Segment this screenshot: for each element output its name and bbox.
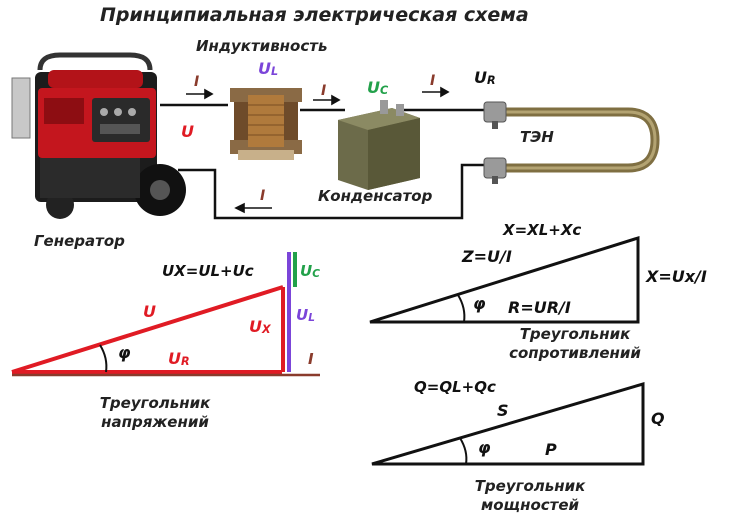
voltage-base-label: UR [168, 349, 190, 368]
power-formula: Q=QL+Qc [414, 378, 496, 396]
current-arrows [186, 86, 450, 214]
heater-icon [483, 101, 660, 184]
capacitor-icon [338, 100, 420, 190]
resistance-angle-label: φ [473, 294, 486, 313]
voltage-triangle [11, 252, 320, 377]
voltage-ul-label: UL [296, 306, 315, 324]
voltage-formula: UX=UL+Uc [162, 262, 254, 280]
current-arrow-return [234, 202, 272, 214]
wire-return [178, 163, 485, 220]
generator-label: Генератор [34, 232, 125, 250]
current-arrow-1 [186, 88, 214, 100]
power-side-label: Q [651, 409, 665, 428]
generator-voltage-label: U [181, 122, 194, 141]
power-angle-label: φ [478, 438, 491, 457]
voltage-uc-label: UC [300, 262, 320, 280]
current-label-return: I [260, 188, 266, 204]
power-angle-arc [459, 437, 468, 465]
circuit-wires [160, 103, 490, 220]
power-base-label: P [545, 440, 557, 459]
inductor-icon [230, 88, 302, 160]
capacitor-voltage-label: UC [367, 78, 389, 97]
diagram-title: Принципиальная электрическая схема [100, 4, 529, 26]
voltage-current-label: I [308, 350, 314, 368]
heater-label: ТЭН [520, 128, 554, 146]
current-label-1: I [194, 74, 200, 90]
voltage-angle-arc [99, 344, 108, 373]
voltage-hyp-label: U [143, 302, 156, 321]
capacitor-label: Конденсатор [318, 187, 433, 205]
current-arrow-3 [422, 86, 450, 98]
power-triangle [371, 381, 645, 466]
current-label-3: I [430, 73, 436, 89]
voltage-angle-label: φ [118, 343, 131, 362]
resistance-hyp-label: Z=U/I [462, 247, 512, 266]
resistance-triangle [369, 235, 640, 324]
resistance-formula: X=XL+Xc [503, 221, 582, 239]
current-arrow-2 [313, 94, 341, 106]
voltage-side-label: UX [249, 317, 271, 336]
resistance-base-label: R=UR/I [508, 298, 571, 317]
heater-voltage-label: UR [474, 68, 496, 87]
inductor-voltage-label: UL [258, 59, 279, 78]
resistance-side-label: X=Ux/I [646, 267, 707, 286]
current-label-2: I [321, 83, 327, 99]
inductor-label: Индуктивность [196, 37, 328, 55]
voltage-hypotenuse-line [11, 285, 284, 374]
resistance-angle-arc [457, 294, 466, 323]
power-hyp-label: S [497, 401, 509, 420]
generator-icon [11, 52, 186, 219]
